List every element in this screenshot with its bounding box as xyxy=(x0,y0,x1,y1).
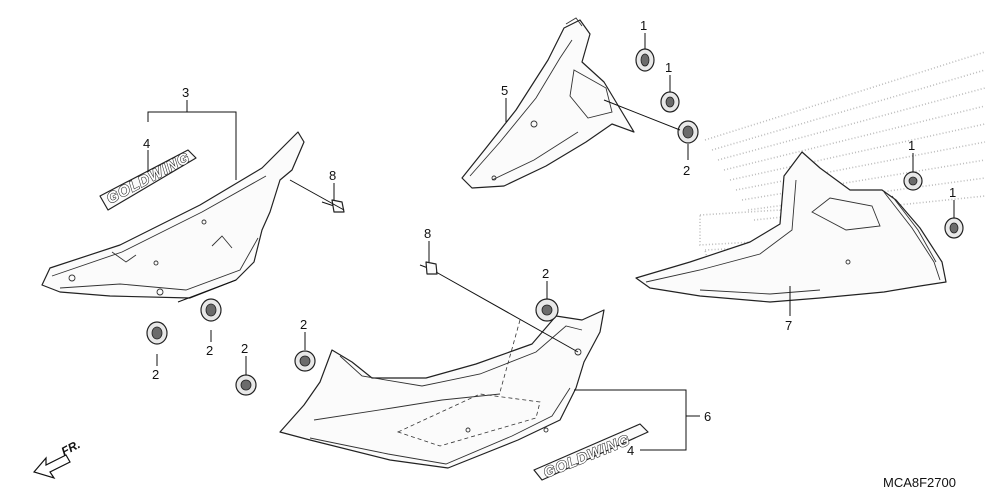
callout-2-f: 2 xyxy=(241,341,248,356)
callout-1-b: 1 xyxy=(665,60,672,75)
upper-cover xyxy=(461,17,635,189)
callout-2-d: 2 xyxy=(152,367,159,382)
grommet-c1b xyxy=(660,91,680,113)
callout-1-a: 1 xyxy=(640,18,647,33)
callout-1-d: 1 xyxy=(949,185,956,200)
leader-lines xyxy=(147,33,955,451)
callout-3: 3 xyxy=(182,85,189,100)
callout-2-b: 2 xyxy=(542,266,549,281)
lower-cover xyxy=(279,309,605,469)
callout-8-a: 8 xyxy=(329,168,336,183)
grommet-c2c xyxy=(200,298,222,322)
screw-c8a xyxy=(321,199,345,213)
callout-6: 6 xyxy=(704,409,711,424)
callout-2-e: 2 xyxy=(300,317,307,332)
callout-4-top: 4 xyxy=(143,136,150,151)
emblem-top-text: GOLDWING xyxy=(104,149,193,207)
callout-7: 7 xyxy=(785,318,792,333)
diagram-code: MCA8F2700 xyxy=(883,475,956,490)
front-arrow-icon: FR. xyxy=(32,437,83,480)
grommet-c2f xyxy=(235,374,257,396)
callout-4-bottom: 4 xyxy=(627,443,634,458)
side-cover-left xyxy=(41,131,305,299)
grommet-c2d xyxy=(146,321,168,345)
front-arrow-label: FR. xyxy=(59,437,83,458)
callout-5: 5 xyxy=(501,83,508,98)
grommet-c2b xyxy=(535,298,559,322)
callout-1-c: 1 xyxy=(908,138,915,153)
grommet-c2a xyxy=(677,120,699,144)
grommet-c1c xyxy=(903,171,923,191)
side-cover-right xyxy=(635,151,947,303)
grommet-c2e xyxy=(294,350,316,372)
callout-2-c: 2 xyxy=(206,343,213,358)
callouts: 3 4 1 1 2 5 1 1 8 8 2 2 2 2 2 6 4 7 xyxy=(143,18,956,458)
callout-8-b: 8 xyxy=(424,226,431,241)
screw-c8b xyxy=(419,261,438,275)
grommet-c1d xyxy=(944,217,964,239)
grommet-c1a xyxy=(635,48,655,72)
callout-2-a: 2 xyxy=(683,163,690,178)
emblem-bottom-text: GOLDWING xyxy=(541,431,633,481)
